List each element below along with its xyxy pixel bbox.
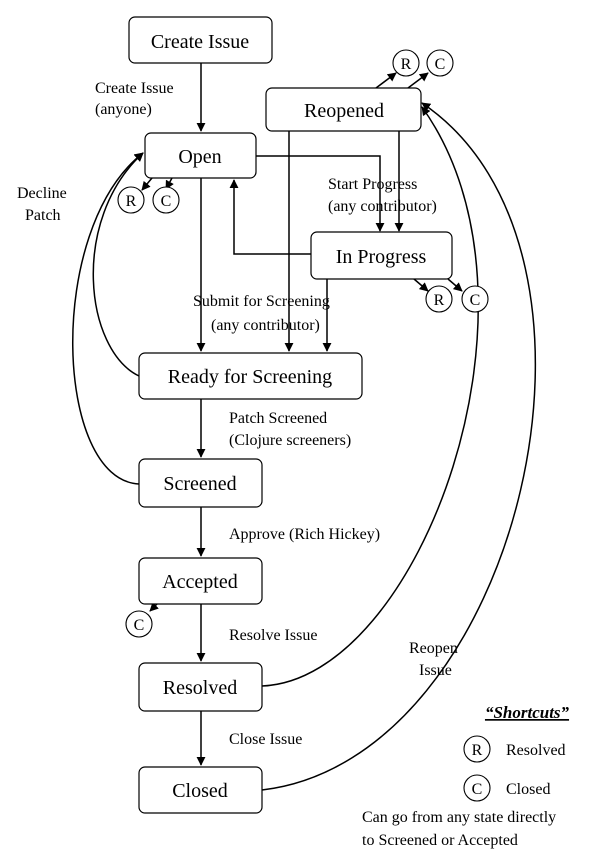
- label-reopen-issue-2: Issue: [419, 662, 452, 679]
- state-label: Closed: [172, 780, 228, 802]
- label-create-issue-who: (anyone): [95, 101, 152, 118]
- shortcut-closed-reopened: C: [426, 49, 454, 77]
- state-label: Create Issue: [151, 31, 249, 53]
- svg-text:R: R: [434, 292, 445, 309]
- svg-text:R: R: [126, 193, 137, 210]
- state-label: In Progress: [336, 246, 427, 268]
- legend-title: “Shortcuts”: [485, 703, 570, 722]
- label-start-progress: Start Progress: [328, 176, 417, 193]
- edge-ready-decline-to-open: [92, 152, 144, 377]
- svg-text:C: C: [134, 617, 145, 634]
- label-resolve-issue: Resolve Issue: [229, 627, 317, 644]
- label-submit-screening-who: (any contributor): [211, 317, 320, 334]
- legend-note-line2: to Screened or Accepted: [362, 832, 518, 849]
- label-patch-screened: Patch Screened: [229, 410, 327, 427]
- svg-text:C: C: [470, 292, 481, 309]
- edge-inprogress-shortcut-c: [447, 278, 463, 292]
- label-decline-patch-2: Patch: [25, 207, 61, 224]
- shortcut-resolved-in-progress: R: [425, 285, 453, 313]
- edge-inprogress-shortcut-r: [413, 278, 429, 292]
- edge-open-to-inprogress: [256, 155, 385, 232]
- label-start-progress-who: (any contributor): [328, 198, 437, 215]
- shortcut-closed-open: C: [152, 186, 180, 214]
- state-ready-for-screening: Ready for Screening: [138, 352, 363, 400]
- state-accepted: Accepted: [138, 557, 263, 605]
- legend-closed-circle: [463, 774, 491, 802]
- state-create-issue: Create Issue: [128, 16, 273, 64]
- state-label: Open: [178, 146, 221, 168]
- label-close-issue: Close Issue: [229, 731, 302, 748]
- edge-open-shortcut-r: [141, 177, 153, 191]
- shortcut-resolved-open: R: [117, 186, 145, 214]
- label-submit-screening: Submit for Screening: [193, 293, 330, 310]
- state-reopened: Reopened: [265, 87, 422, 132]
- shortcut-resolved-reopened: R: [392, 49, 420, 77]
- state-in-progress: In Progress: [310, 231, 453, 280]
- label-create-issue: Create Issue: [95, 80, 174, 97]
- edge-reopened-shortcut-c: [407, 72, 429, 89]
- label-approve: Approve (Rich Hickey): [229, 526, 380, 543]
- legend-closed-letter: C: [472, 781, 483, 798]
- edge-reopened-shortcut-r: [375, 72, 397, 89]
- state-label: Screened: [163, 473, 236, 495]
- label-patch-screened-who: (Clojure screeners): [229, 432, 351, 449]
- edge-screened-decline-to-open: [72, 152, 144, 485]
- label-decline-patch: Decline: [17, 185, 67, 202]
- state-closed: Closed: [138, 766, 263, 814]
- legend-resolved-letter: R: [472, 742, 483, 759]
- state-resolved: Resolved: [138, 662, 263, 712]
- state-label: Reopened: [304, 100, 384, 122]
- label-reopen-issue: Reopen: [409, 640, 458, 657]
- legend-resolved-circle: [463, 735, 491, 763]
- state-screened: Screened: [138, 458, 263, 508]
- state-label: Ready for Screening: [168, 366, 332, 388]
- svg-text:C: C: [435, 56, 446, 73]
- edge-closed-reopen: [261, 102, 537, 791]
- legend-closed-label: Closed: [506, 781, 550, 798]
- legend: “Shortcuts” R Resolved C Closed Can go f…: [362, 703, 570, 849]
- edge-accepted-shortcut-c: [149, 602, 159, 612]
- state-label: Resolved: [163, 677, 237, 699]
- state-label: Accepted: [162, 571, 238, 593]
- edge-resolved-reopen: [261, 106, 479, 687]
- state-open: Open: [144, 132, 257, 179]
- legend-resolved-label: Resolved: [506, 742, 566, 759]
- svg-text:C: C: [161, 193, 172, 210]
- svg-text:R: R: [401, 56, 412, 73]
- legend-note-line1: Can go from any state directly: [362, 809, 556, 826]
- shortcut-closed-in-progress: C: [461, 285, 489, 313]
- shortcut-closed-accepted: C: [125, 610, 153, 638]
- edges: [72, 63, 537, 791]
- edge-inprogress-to-open: [229, 179, 311, 255]
